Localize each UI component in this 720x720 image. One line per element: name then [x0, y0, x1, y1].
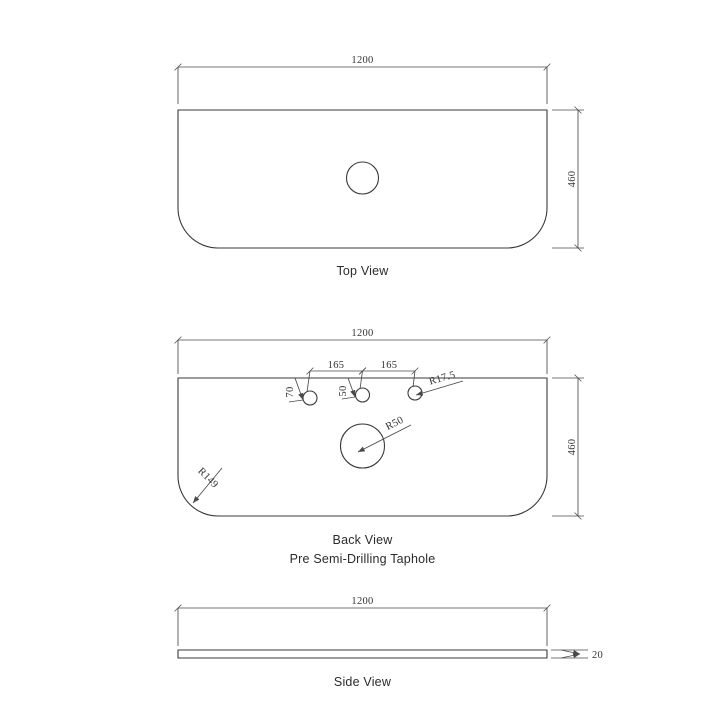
side-view-width-label: 1200 — [351, 596, 373, 607]
back-view-taphole-radius-leader — [415, 380, 464, 396]
back-view-group: 1200 165 165 70 50 R17.5 R50 — [174, 328, 584, 566]
back-view-chain-ext-right — [412, 370, 416, 388]
back-view-offset-outer-ext — [288, 399, 304, 403]
top-view-group: 1200 460 Top View — [174, 55, 584, 278]
back-view-offset-outer-label: 70 — [285, 386, 296, 397]
back-view-label: Back View — [333, 533, 394, 547]
back-view-offset-center-dimline — [347, 377, 356, 398]
back-view-offset-center-label: 50 — [338, 385, 349, 396]
back-view-basin-radius-leader — [357, 424, 412, 453]
top-view-outline — [177, 109, 548, 249]
back-view-taphole-right — [407, 385, 423, 401]
top-view-waste-hole — [345, 161, 380, 195]
side-view-thickness-label: 20 — [592, 650, 603, 661]
side-view-thickness-leader-bottom — [560, 652, 581, 659]
back-view-taphole-center — [354, 387, 371, 403]
back-view-corner-radius-label: R149 — [195, 466, 220, 491]
back-view-basin-hole — [339, 423, 386, 469]
back-view-taphole-left — [302, 390, 318, 406]
side-view-thickness-leader-top — [560, 649, 581, 656]
top-view-width-label: 1200 — [351, 55, 373, 66]
side-view-outline — [177, 649, 548, 659]
back-view-spacing-left-label: 165 — [328, 360, 345, 371]
back-view-corner-radius-leader — [192, 467, 223, 504]
back-view-basin-radius-label: R50 — [384, 415, 405, 433]
back-view-width-label: 1200 — [351, 328, 373, 339]
back-view-sublabel: Pre Semi-Drilling Taphole — [290, 552, 436, 566]
back-view-chain-ext-left — [306, 370, 311, 393]
top-view-height-label: 460 — [567, 171, 578, 188]
side-view-label: Side View — [334, 675, 392, 689]
back-view-outline — [177, 377, 548, 517]
side-view-group: 1200 20 Side View — [174, 596, 603, 689]
back-view-height-label: 460 — [567, 439, 578, 456]
top-view-label: Top View — [336, 264, 389, 278]
back-view-offset-outer-dimline — [294, 377, 304, 401]
back-view-offset-center-ext — [341, 396, 356, 400]
back-view-spacing-right-label: 165 — [381, 360, 398, 371]
back-view-taphole-radius-label: R17.5 — [428, 370, 457, 388]
back-view-chain-ext-mid — [359, 370, 363, 390]
